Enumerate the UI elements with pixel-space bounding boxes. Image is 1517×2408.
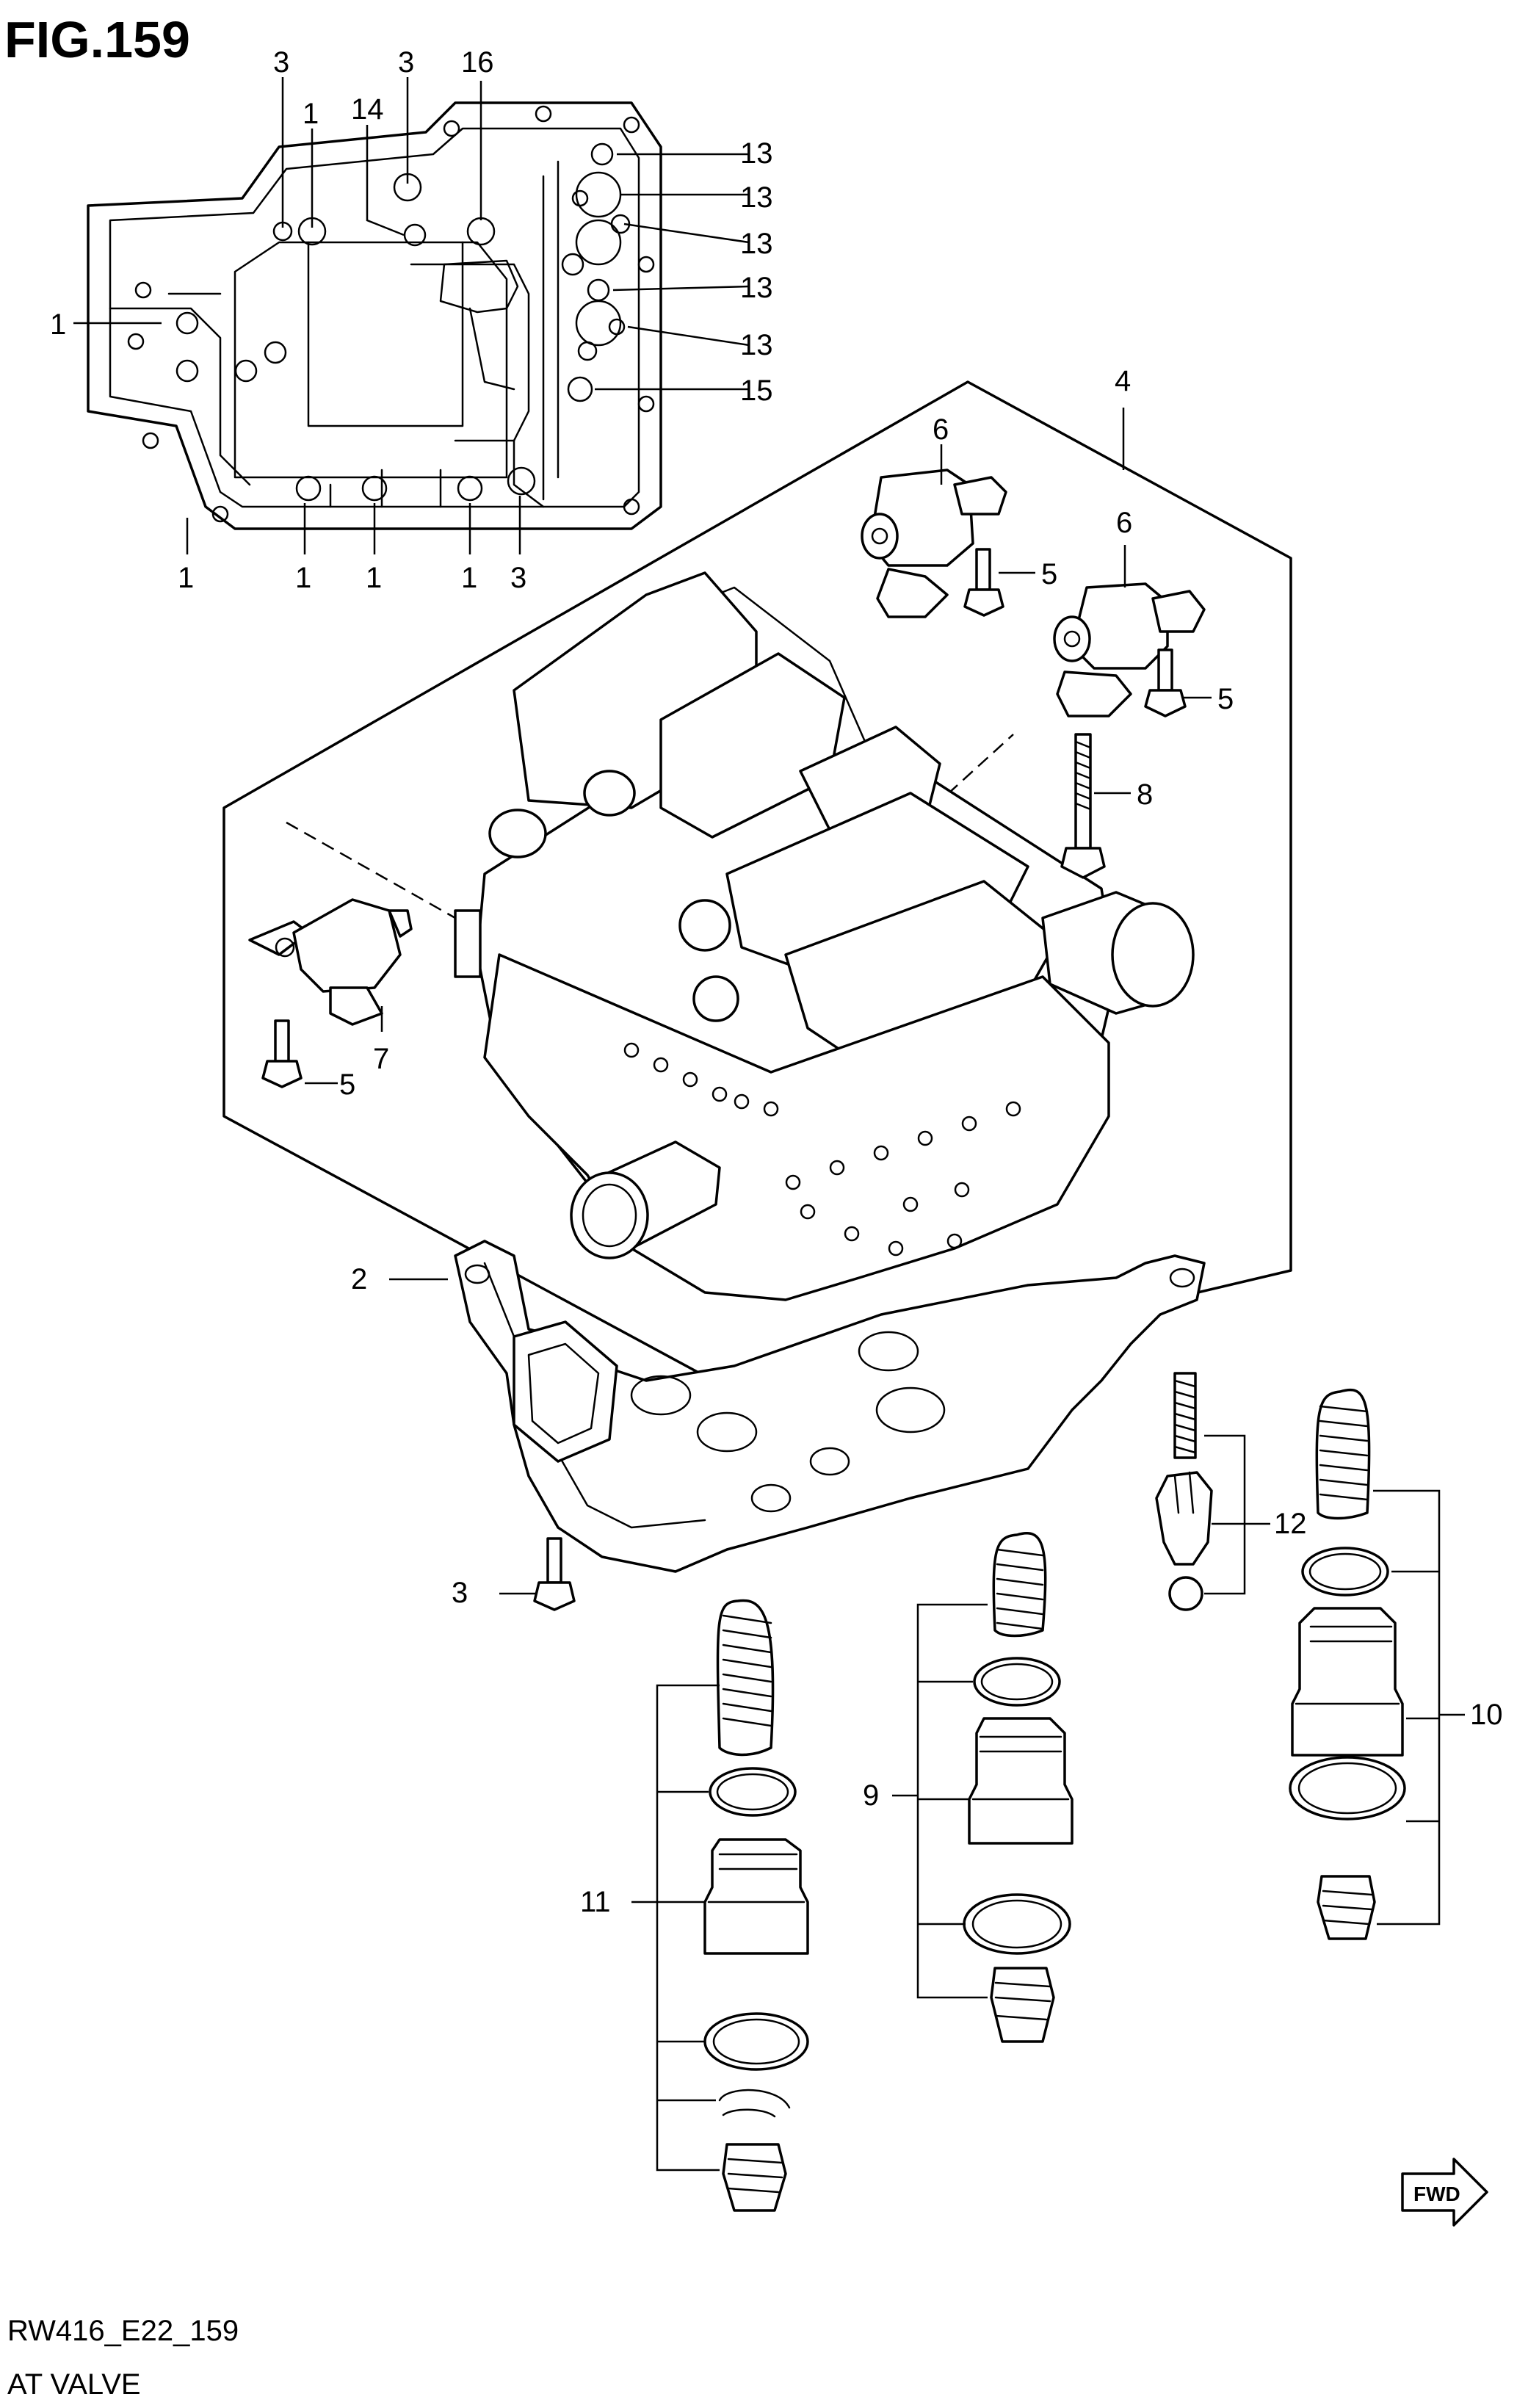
figure-title: FIG.159	[4, 11, 190, 68]
fwd-direction-arrow-icon: FWD	[1401, 2158, 1488, 2227]
callout-label: 7	[373, 1043, 389, 1075]
fwd-label: FWD	[1413, 2183, 1460, 2205]
long-bolt-8	[1060, 733, 1106, 879]
callout-label: 14	[351, 93, 384, 126]
shift-solenoid-upper	[861, 469, 1007, 618]
figure-name: AT VALVE	[7, 2368, 141, 2401]
callout-label: 13	[740, 329, 773, 361]
callout-numbers: 3 3 16 1 14 13 13 13 13 13 15 1 1 1 1 1 …	[50, 46, 1503, 1918]
callout-label: 1	[303, 98, 319, 130]
callout-label: 3	[510, 562, 526, 594]
solenoid-7	[248, 898, 482, 1026]
leader-dashed-7	[286, 821, 456, 919]
callout-label: 11	[580, 1886, 611, 1918]
leader-lines	[73, 77, 1465, 2172]
callout-label: 1	[366, 562, 382, 594]
callout-label: 13	[740, 181, 773, 214]
separator-plate-2	[454, 1240, 1206, 1573]
callout-label: 12	[1274, 1508, 1307, 1540]
callout-label: 10	[1470, 1699, 1503, 1731]
leader-dashed-6	[932, 734, 1014, 809]
callout-label: 13	[740, 137, 773, 170]
callout-label: 3	[452, 1577, 468, 1609]
accumulator-9	[963, 1532, 1074, 2043]
callout-label: 16	[461, 46, 494, 79]
callout-label: 13	[740, 272, 773, 304]
callout-label: 5	[1041, 558, 1057, 590]
callout-label: 5	[1217, 683, 1234, 715]
callout-label: 2	[351, 1263, 367, 1295]
figure-code: RW416_E22_159	[7, 2315, 239, 2347]
bolt-5-a	[963, 548, 1004, 617]
valve-plate-inset	[87, 101, 662, 530]
callout-label: 5	[339, 1069, 355, 1101]
bolt-5-c	[261, 1019, 303, 1088]
accumulator-10	[1289, 1388, 1406, 1940]
callout-label: 3	[398, 46, 414, 79]
bolt-5-b	[1144, 648, 1187, 717]
callout-label: 1	[461, 562, 477, 594]
callout-label: 4	[1115, 365, 1131, 397]
callout-label: 13	[740, 228, 773, 260]
bolt-3	[533, 1537, 576, 1611]
callout-label: 6	[933, 413, 949, 446]
callout-label: 15	[740, 375, 773, 407]
shift-solenoid-lower	[1053, 582, 1206, 717]
callout-label: 1	[295, 562, 311, 594]
accumulator-11	[703, 1599, 809, 2212]
callout-label: 1	[178, 562, 194, 594]
callout-label: 6	[1116, 507, 1132, 539]
callout-label: 8	[1137, 778, 1153, 811]
callout-label: 1	[50, 308, 66, 341]
main-valve-body	[476, 571, 1195, 1301]
valve-assembly-12	[1155, 1372, 1213, 1611]
callout-label: 3	[273, 46, 289, 79]
callout-label: 9	[863, 1779, 879, 1812]
